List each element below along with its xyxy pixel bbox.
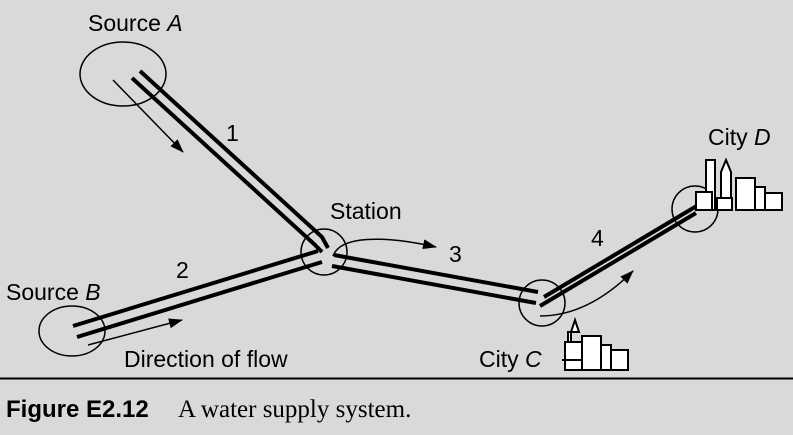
station-node [300, 228, 348, 276]
city-c-label: City C [479, 346, 542, 372]
pipe-1 [130, 69, 330, 254]
flow-arrow-icon [332, 238, 437, 257]
city-c-node [518, 279, 566, 327]
pipe-4 [538, 202, 702, 308]
pipe-2-label: 2 [176, 257, 189, 283]
pipe-4-label: 4 [591, 225, 604, 251]
city-skyline-icon [695, 157, 783, 211]
station-label: Station [330, 198, 402, 224]
source-b-node [38, 305, 106, 357]
source-a-node [79, 41, 167, 107]
flow-arrow-icon [539, 270, 634, 317]
pipe-2 [72, 249, 323, 339]
flow-arrow-icon [112, 79, 184, 153]
city-skyline-icon [562, 316, 629, 371]
source-b-label: Source B [6, 279, 101, 305]
pipe-1-label: 1 [226, 120, 239, 146]
figure-number: Figure E2.12 [6, 396, 149, 423]
source-a-label: Source A [88, 10, 183, 36]
pipe-3 [331, 253, 539, 305]
direction-of-flow-label: Direction of flow [124, 346, 288, 372]
flow-arrow-icon [87, 318, 183, 346]
pipe-3-label: 3 [449, 241, 462, 267]
figure-caption: A water supply system. [178, 396, 411, 423]
city-d-label: City D [708, 124, 771, 150]
